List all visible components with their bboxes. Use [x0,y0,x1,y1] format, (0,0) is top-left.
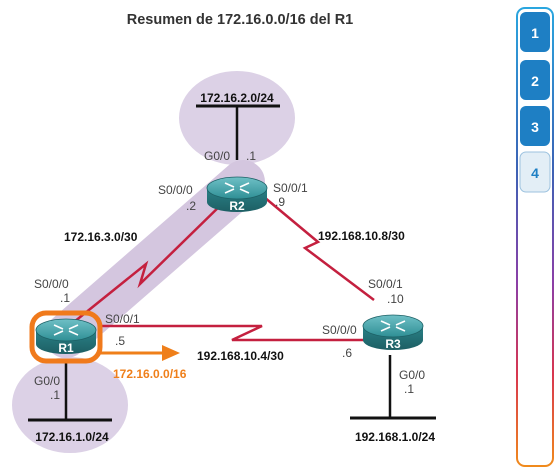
r3-s000-host: .6 [342,346,352,360]
summary-route-label: 172.16.0.0/16 [113,367,187,381]
network-label-lan-r3: 192.168.1.0/24 [355,430,435,444]
r3-s001-label: S0/0/1 [368,277,403,291]
diagram-title: Resumen de 172.16.0.0/16 del R1 [127,12,354,28]
network-label-r1-r3: 192.168.10.4/30 [197,349,284,363]
r1-g00-label: G0/0 [34,374,60,388]
network-label-lan-r1: 172.16.1.0/24 [35,430,109,444]
r1-s000-host: .1 [60,291,70,305]
r2-s000-host: .2 [186,199,196,213]
network-label-r2-r3: 192.168.10.8/30 [318,229,405,243]
serial-link-r1-r3 [100,324,366,342]
step-tab-2[interactable]: 2 [520,60,550,100]
r2-g00-label: G0/0 [204,149,230,163]
router-r1-glow [29,310,103,364]
step-tab-label: 1 [531,25,539,41]
r1-g00-host: .1 [50,388,60,402]
step-tab-label: 4 [531,165,539,181]
router-arrows-icon [380,320,406,332]
router-arrows-icon [224,182,250,194]
router-name-r1: R1 [58,341,74,355]
serial-link-r2-r3 [257,191,375,301]
r3-s001-host: .10 [387,292,404,306]
router-r3[interactable]: R3 [362,314,424,351]
lan-highlight-r1 [12,357,128,453]
step-tab-1[interactable]: 1 [520,12,550,52]
r2-s000-label: S0/0/0 [158,183,193,197]
r3-g00-host: .1 [404,382,414,396]
step-tab-label: 2 [531,73,539,89]
step-tab-4[interactable]: 4 [519,151,551,193]
step-tab-label: 3 [531,119,539,135]
router-arrows-icon [53,324,79,336]
summary-arrowhead [162,345,180,361]
r1-s001-host: .5 [115,334,125,348]
r1-s001-label: S0/0/1 [105,312,140,326]
router-name-r3: R3 [385,337,401,351]
serial-link-r1-r2 [73,199,227,323]
network-label-r1-r2: 172.16.3.0/30 [64,230,138,244]
router-name-r2: R2 [229,199,245,213]
step-tab-3[interactable]: 3 [520,106,550,146]
r2-s001-label: S0/0/1 [273,181,308,195]
router-r1[interactable]: R1 [29,310,103,364]
r2-s001-host: .9 [275,195,285,209]
network-label-lan-r2: 172.16.2.0/24 [200,91,274,105]
r3-s000-label: S0/0/0 [322,323,357,337]
r2-g00-host: .1 [246,149,256,163]
r3-g00-label: G0/0 [399,368,425,382]
router-r2[interactable]: R2 [206,176,268,213]
r1-s000-label: S0/0/0 [34,277,69,291]
